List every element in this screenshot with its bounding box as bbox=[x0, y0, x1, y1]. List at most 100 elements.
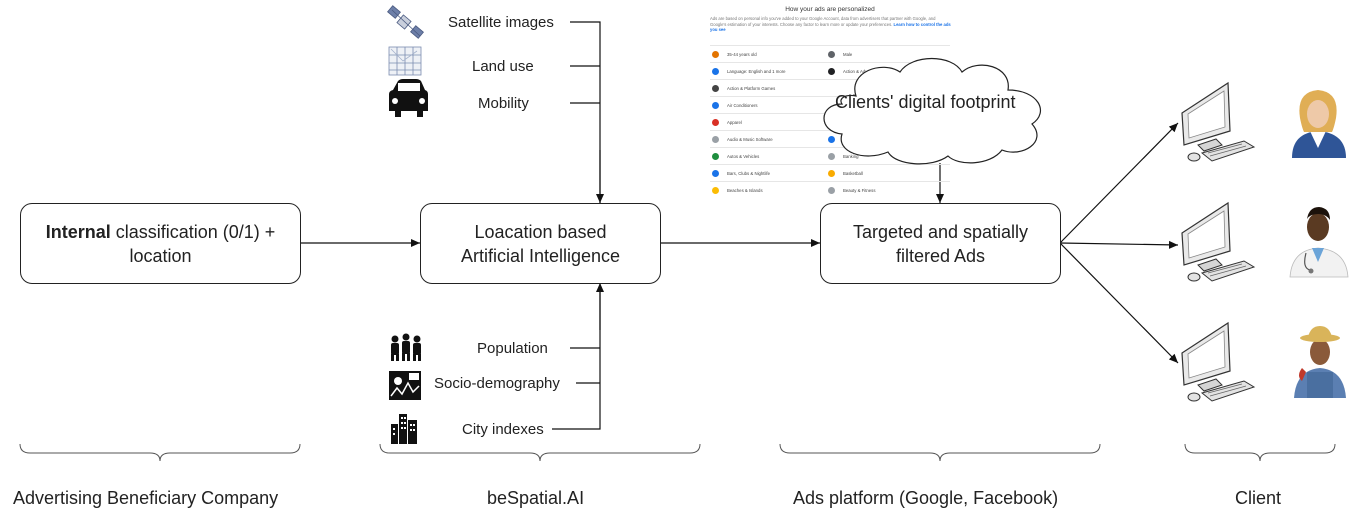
ads-factor-label: Action & Adventure bbox=[843, 68, 880, 74]
arrow-ads-to-client-3 bbox=[1059, 242, 1179, 364]
location-ai-label: Loacation based Artificial Intelligence bbox=[460, 221, 621, 266]
targeted-ads-label: Targeted and spatially filtered Ads bbox=[852, 221, 1029, 266]
internal-rest-label: classification (0/1) + location bbox=[110, 221, 276, 266]
input-label-city-indexes: City indexes bbox=[462, 421, 544, 438]
ads-factor-label: Audio & Music Software bbox=[727, 136, 773, 142]
ads-panel-separator bbox=[710, 96, 950, 97]
ads-factor-label: Bars, Clubs & Nightlife bbox=[727, 170, 770, 176]
ads-panel-separator bbox=[710, 147, 950, 148]
ads-factor-icon bbox=[828, 135, 835, 143]
ads-factor-item[interactable]: Apparel bbox=[712, 114, 824, 130]
ads-factor-label: Male bbox=[843, 51, 853, 57]
input-label-population: Population bbox=[477, 340, 548, 357]
cloud-label: Clients' digital footprint bbox=[835, 92, 1016, 112]
ads-panel-link[interactable]: Learn how to control the ads you see bbox=[710, 21, 951, 33]
arrow-ads-to-client-1 bbox=[1059, 122, 1179, 244]
computer-part bbox=[1207, 143, 1247, 157]
input-label-mobility: Mobility bbox=[478, 95, 529, 112]
ads-factor-label: Apparel bbox=[727, 119, 742, 125]
computer-part bbox=[1187, 330, 1226, 379]
city-icon bbox=[391, 414, 417, 444]
computer-part bbox=[1187, 392, 1201, 402]
section-label-ads-platform: Ads platform (Google, Facebook) bbox=[793, 488, 1059, 508]
brace-client bbox=[1184, 443, 1336, 462]
ads-factor-item[interactable]: Bars, Clubs & Nightlife bbox=[712, 165, 824, 181]
arrow-ads-to-client-2 bbox=[1059, 240, 1179, 249]
ads-factor-item[interactable] bbox=[828, 80, 940, 96]
computer-part bbox=[1207, 383, 1247, 397]
computer-part bbox=[1187, 152, 1201, 162]
ads-factor-item[interactable]: Basketball bbox=[828, 165, 940, 181]
ads-factor-item[interactable]: Action & Adventure bbox=[828, 63, 940, 79]
ads-factor-icon bbox=[828, 101, 835, 109]
ads-factor-item[interactable]: Air Conditioners bbox=[712, 97, 824, 113]
ads-factor-item[interactable]: Male bbox=[828, 46, 940, 62]
ads-factor-item[interactable]: Audio & Music Software bbox=[712, 131, 824, 147]
ads-panel-separator bbox=[710, 62, 950, 63]
businesswoman-icon bbox=[1292, 90, 1346, 158]
targeted-ads-box: Targeted and spatially filtered Ads bbox=[820, 203, 1061, 284]
section-label-company: Advertising Beneficiary Company bbox=[13, 488, 279, 508]
computer-icon bbox=[1181, 321, 1256, 402]
ads-factor-icon bbox=[712, 152, 719, 160]
ads-panel-description: Ads are based on personal info you've ad… bbox=[710, 16, 952, 33]
ads-panel-separator bbox=[710, 164, 950, 165]
ads-factor-icon bbox=[828, 152, 835, 160]
ads-factor-item[interactable]: Autos & Vehicles bbox=[712, 148, 824, 164]
connector-top-inputs bbox=[570, 21, 601, 203]
cloud-shape bbox=[823, 57, 1042, 165]
section-label-bespatial: beSpatial.AI bbox=[487, 488, 585, 508]
section-label-client: Client bbox=[1235, 488, 1282, 508]
ads-factor-label: Action & Platform Games bbox=[727, 85, 776, 91]
ads-factor-icon bbox=[712, 135, 719, 143]
ads-panel-separator bbox=[710, 79, 950, 80]
input-label-socio-demography: Socio-demography bbox=[434, 375, 560, 392]
ads-factor-label: 35-44 years old bbox=[727, 51, 757, 57]
ads-factor-label: Basketball bbox=[843, 170, 863, 176]
ads-factor-item[interactable] bbox=[828, 97, 940, 113]
ads-factor-icon bbox=[712, 50, 719, 58]
ads-factor-icon bbox=[712, 67, 719, 75]
ads-factor-label: Beauty & Fitness bbox=[843, 187, 876, 193]
internal-classification-box: Internal classification (0/1) + location bbox=[20, 203, 301, 284]
brace-bespatial bbox=[379, 443, 701, 462]
ads-factor-label: Banking bbox=[843, 153, 859, 159]
car-icon bbox=[389, 79, 428, 117]
population-icon bbox=[391, 333, 421, 361]
ads-factor-item[interactable]: Banking bbox=[828, 148, 940, 164]
computer-icon bbox=[1181, 81, 1256, 162]
ads-factor-icon bbox=[828, 50, 835, 58]
ads-factor-icon bbox=[828, 169, 835, 177]
connector-bottom-inputs bbox=[552, 283, 601, 430]
ads-panel-description-text: Ads are based on personal info you've ad… bbox=[710, 16, 936, 27]
ads-factor-icon bbox=[828, 67, 835, 75]
internal-classification-text: Internal classification (0/1) + location bbox=[31, 220, 290, 268]
computer-part bbox=[1197, 258, 1223, 272]
computer-part bbox=[1197, 138, 1223, 152]
computer-part bbox=[1197, 378, 1223, 392]
computer-part bbox=[1207, 263, 1247, 277]
ads-factor-icon bbox=[712, 186, 719, 194]
ads-factor-label: Air Conditioners bbox=[727, 102, 758, 108]
computer-icon bbox=[1181, 201, 1256, 282]
ads-panel-separator bbox=[710, 45, 950, 46]
land-use-icon bbox=[388, 46, 422, 76]
ads-factor-icon bbox=[712, 118, 719, 126]
location-ai-box: Loacation based Artificial Intelligence bbox=[420, 203, 661, 284]
input-label-land-use: Land use bbox=[472, 58, 534, 75]
ads-factor-item[interactable]: Action & Platform Games bbox=[712, 80, 824, 96]
ads-panel-title: How your ads are personalized bbox=[785, 6, 875, 13]
ads-factor-icon bbox=[828, 186, 835, 194]
farmer-icon bbox=[1294, 326, 1346, 398]
input-label-satellite-images: Satellite images bbox=[448, 14, 554, 31]
ads-factor-label: Language: English and 1 more bbox=[727, 68, 786, 74]
ads-factor-item[interactable]: Beauty & Fitness bbox=[828, 182, 940, 198]
ads-factor-item[interactable]: Beaches & Islands bbox=[712, 182, 824, 198]
ads-factor-item[interactable]: Language: English and 1 more bbox=[712, 63, 824, 79]
ads-factor-item[interactable]: 35-44 years old bbox=[712, 46, 824, 62]
ads-factor-label: Beaches & Islands bbox=[727, 187, 763, 193]
socio-demography-icon bbox=[389, 371, 421, 400]
computer-part bbox=[1187, 272, 1201, 282]
